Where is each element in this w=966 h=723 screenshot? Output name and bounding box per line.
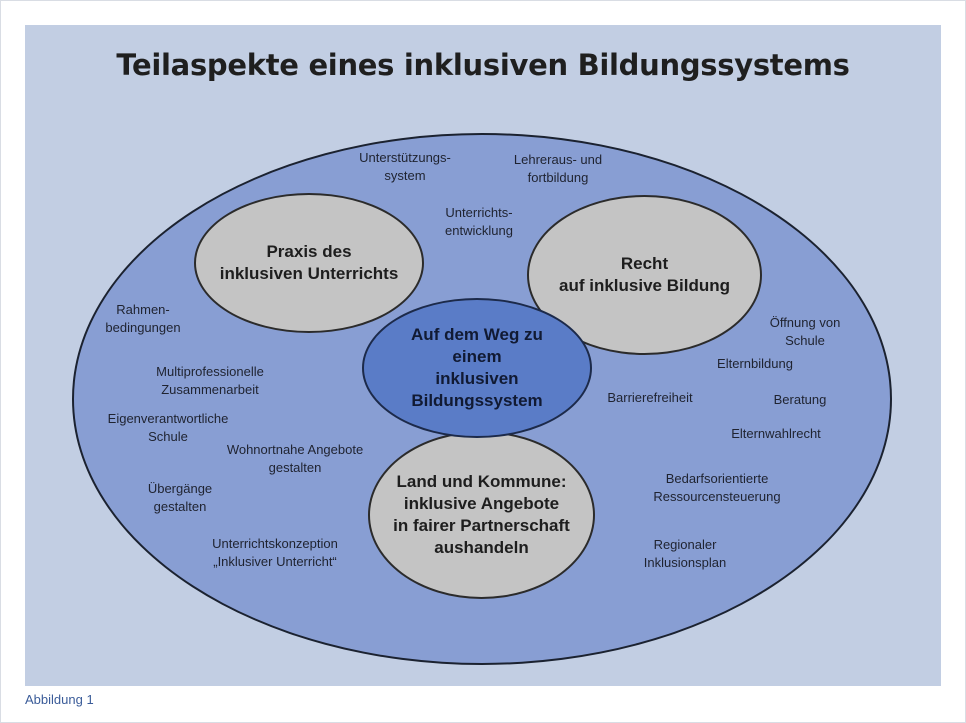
label-elternwahlrecht-line-1: Elternwahlrecht xyxy=(731,426,821,441)
label-lehrerfortbildung-line-2: fortbildung xyxy=(527,170,589,185)
label-unterrichtsentwicklung-line-1: Unterrichts- xyxy=(445,205,513,220)
label-rahmenbedingungen: Rahmen- bedingungen xyxy=(88,301,198,337)
label-oeffnung-line-1: Öffnung von xyxy=(769,315,841,330)
label-uebergaenge-line-1: Übergänge xyxy=(147,481,213,496)
label-bedarfsorientierte-line-1: Bedarfsorientierte xyxy=(665,471,769,486)
label-lehrerfortbildung: Lehreraus- und fortbildung xyxy=(493,151,623,187)
label-barrierefreiheit: Barrierefreiheit xyxy=(585,389,715,407)
label-unterrichtsentwicklung: Unterrichts- entwicklung xyxy=(414,204,544,240)
label-rahmenbedingungen-line-1: Rahmen- xyxy=(116,302,170,317)
label-bedarfsorientierte-line-2: Ressourcensteuerung xyxy=(653,489,781,504)
label-uebergaenge-gestalten: Übergänge gestalten xyxy=(120,480,240,516)
label-unterrichtskonzeption-line-1: Unterrichtskonzeption xyxy=(212,536,338,551)
bubble-recht-line-1: Recht xyxy=(620,254,669,273)
label-oeffnung-line-2: Schule xyxy=(785,333,825,348)
label-unterrichtsentwicklung-line-2: entwicklung xyxy=(445,223,513,238)
bubble-land-line-4: aushandeln xyxy=(434,538,529,557)
bubble-land-line-3: in fairer Partnerschaft xyxy=(393,516,570,535)
label-unterrichtskonzeption-line-2: „Inklusiver Unterricht“ xyxy=(213,554,337,569)
label-uebergaenge-line-2: gestalten xyxy=(153,499,207,514)
label-regionaler-line-2: Inklusionsplan xyxy=(643,555,727,570)
label-unterrichtskonzeption: Unterrichtskonzeption „Inklusiver Unterr… xyxy=(185,535,365,571)
label-beratung-line-1: Beratung xyxy=(773,392,827,407)
bubble-land-line-2: inklusive Angebote xyxy=(403,494,560,513)
label-elternbildung: Elternbildung xyxy=(695,355,815,373)
label-rahmenbedingungen-line-2: bedingungen xyxy=(105,320,181,335)
label-oeffnung-von-schule: Öffnung von Schule xyxy=(750,314,860,350)
bubble-praxis-line-1: Praxis des xyxy=(266,242,352,261)
label-bedarfsorientierte-ressourcensteuerung: Bedarfsorientierte Ressourcensteuerung xyxy=(632,470,802,506)
label-wohnortnahe-line-1: Wohnortnahe Angebote xyxy=(226,442,364,457)
center-line-3: inklusiven xyxy=(435,369,519,388)
bubble-land-line-1: Land und Kommune: xyxy=(396,472,567,491)
diagram-title: Teilaspekte eines inklusiven Bildungssys… xyxy=(116,48,850,82)
center-ellipse: Auf dem Weg zu einem inklusiven Bildungs… xyxy=(362,298,592,438)
label-regionaler-line-1: Regionaler xyxy=(653,537,717,552)
label-eigenverantwortliche-schule: Eigenverantwortliche Schule xyxy=(88,410,248,446)
label-beratung: Beratung xyxy=(755,391,845,409)
label-wohnortnahe-line-2: gestalten xyxy=(268,460,322,475)
label-unterstuetzungssystem: Unterstützungs- system xyxy=(340,149,470,185)
bubble-praxis: Praxis des inklusiven Unterrichts xyxy=(194,193,424,333)
center-line-4: Bildungssystem xyxy=(411,391,543,410)
label-unterstuetzungssystem-line-2: system xyxy=(384,168,426,183)
bubble-recht-line-2: auf inklusive Bildung xyxy=(559,276,730,295)
label-elternbildung-line-1: Elternbildung xyxy=(717,356,793,371)
label-unterstuetzungssystem-line-1: Unterstützungs- xyxy=(359,150,451,165)
center-line-2: einem xyxy=(452,347,502,366)
label-multiprofessionelle-line-2: Zusammenarbeit xyxy=(161,382,259,397)
label-multiprofessionelle-line-1: Multiprofessionelle xyxy=(156,364,264,379)
label-multiprofessionelle-zusammenarbeit: Multiprofessionelle Zusammenarbeit xyxy=(130,363,290,399)
label-eigenverantwortliche-line-1: Eigenverantwortliche xyxy=(107,411,229,426)
label-regionaler-inklusionsplan: Regionaler Inklusionsplan xyxy=(620,536,750,572)
bubble-land-kommune: Land und Kommune: inklusive Angebote in … xyxy=(368,431,595,599)
label-lehrerfortbildung-line-1: Lehreraus- und xyxy=(513,152,603,167)
label-barrierefreiheit-line-1: Barrierefreiheit xyxy=(607,390,693,405)
label-wohnortnahe-angebote: Wohnortnahe Angebote gestalten xyxy=(205,441,385,477)
figure-caption: Abbildung 1 xyxy=(25,692,94,707)
label-eigenverantwortliche-line-2: Schule xyxy=(148,429,188,444)
bubble-praxis-line-2: inklusiven Unterrichts xyxy=(219,264,399,283)
center-line-1: Auf dem Weg zu xyxy=(411,325,543,344)
label-elternwahlrecht: Elternwahlrecht xyxy=(711,425,841,443)
